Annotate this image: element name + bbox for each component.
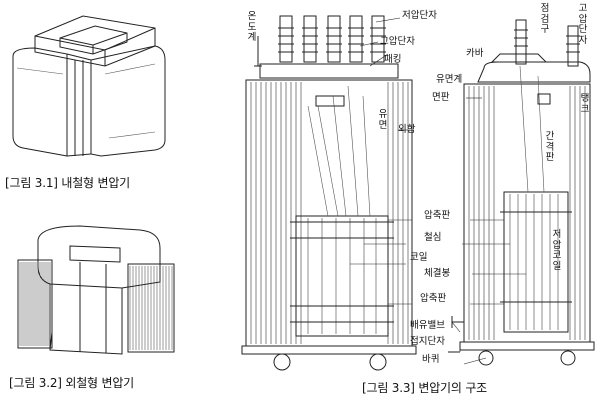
label-ground-terminal: 접지단자 xyxy=(410,336,445,347)
label-lv-coil: 저압코일 xyxy=(552,229,562,272)
label-lv-terminal: 저압단자 xyxy=(402,10,437,21)
figure-3-2-caption: [그림 3.2] 외철형 변압기 xyxy=(9,376,135,390)
label-cover: 카바 xyxy=(466,48,484,59)
label-clamp-plate-top: 압축판 xyxy=(424,210,451,221)
label-coil: 코일 xyxy=(410,252,428,263)
label-hv-terminal-right: 고압단자 xyxy=(578,3,588,46)
label-wheel: 바퀴 xyxy=(422,354,440,365)
label-oil-level-right: 유면계 xyxy=(436,74,463,85)
label-clamp-plate-bottom: 압축판 xyxy=(420,293,447,304)
label-oil-level-left: 유면 xyxy=(378,109,388,131)
label-packing: 패킹 xyxy=(384,54,402,65)
label-spacer: 간격판 xyxy=(545,131,555,163)
figure-3-1-caption: [그림 3.1] 내철형 변압기 xyxy=(5,176,131,190)
label-outer-case: 외함 xyxy=(398,124,416,135)
label-inspection-port: 점검구 xyxy=(540,3,550,35)
label-drain-valve: 배유밸브 xyxy=(410,320,445,331)
core-type-transformer-drawing xyxy=(5,8,175,158)
label-tank: 탱크 xyxy=(580,93,590,115)
shell-type-transformer-drawing xyxy=(10,222,185,362)
label-iron-core: 철심 xyxy=(424,232,442,243)
transformer-structure-drawing xyxy=(238,6,600,378)
label-face-plate: 면판 xyxy=(432,92,450,103)
label-tie-rod: 체결봉 xyxy=(424,268,451,279)
label-hv-terminal-left: 고압단자 xyxy=(380,36,415,47)
label-thermometer: 온도계 xyxy=(247,11,257,43)
figure-3-3-caption: [그림 3.3] 변압기의 구조 xyxy=(362,381,488,395)
